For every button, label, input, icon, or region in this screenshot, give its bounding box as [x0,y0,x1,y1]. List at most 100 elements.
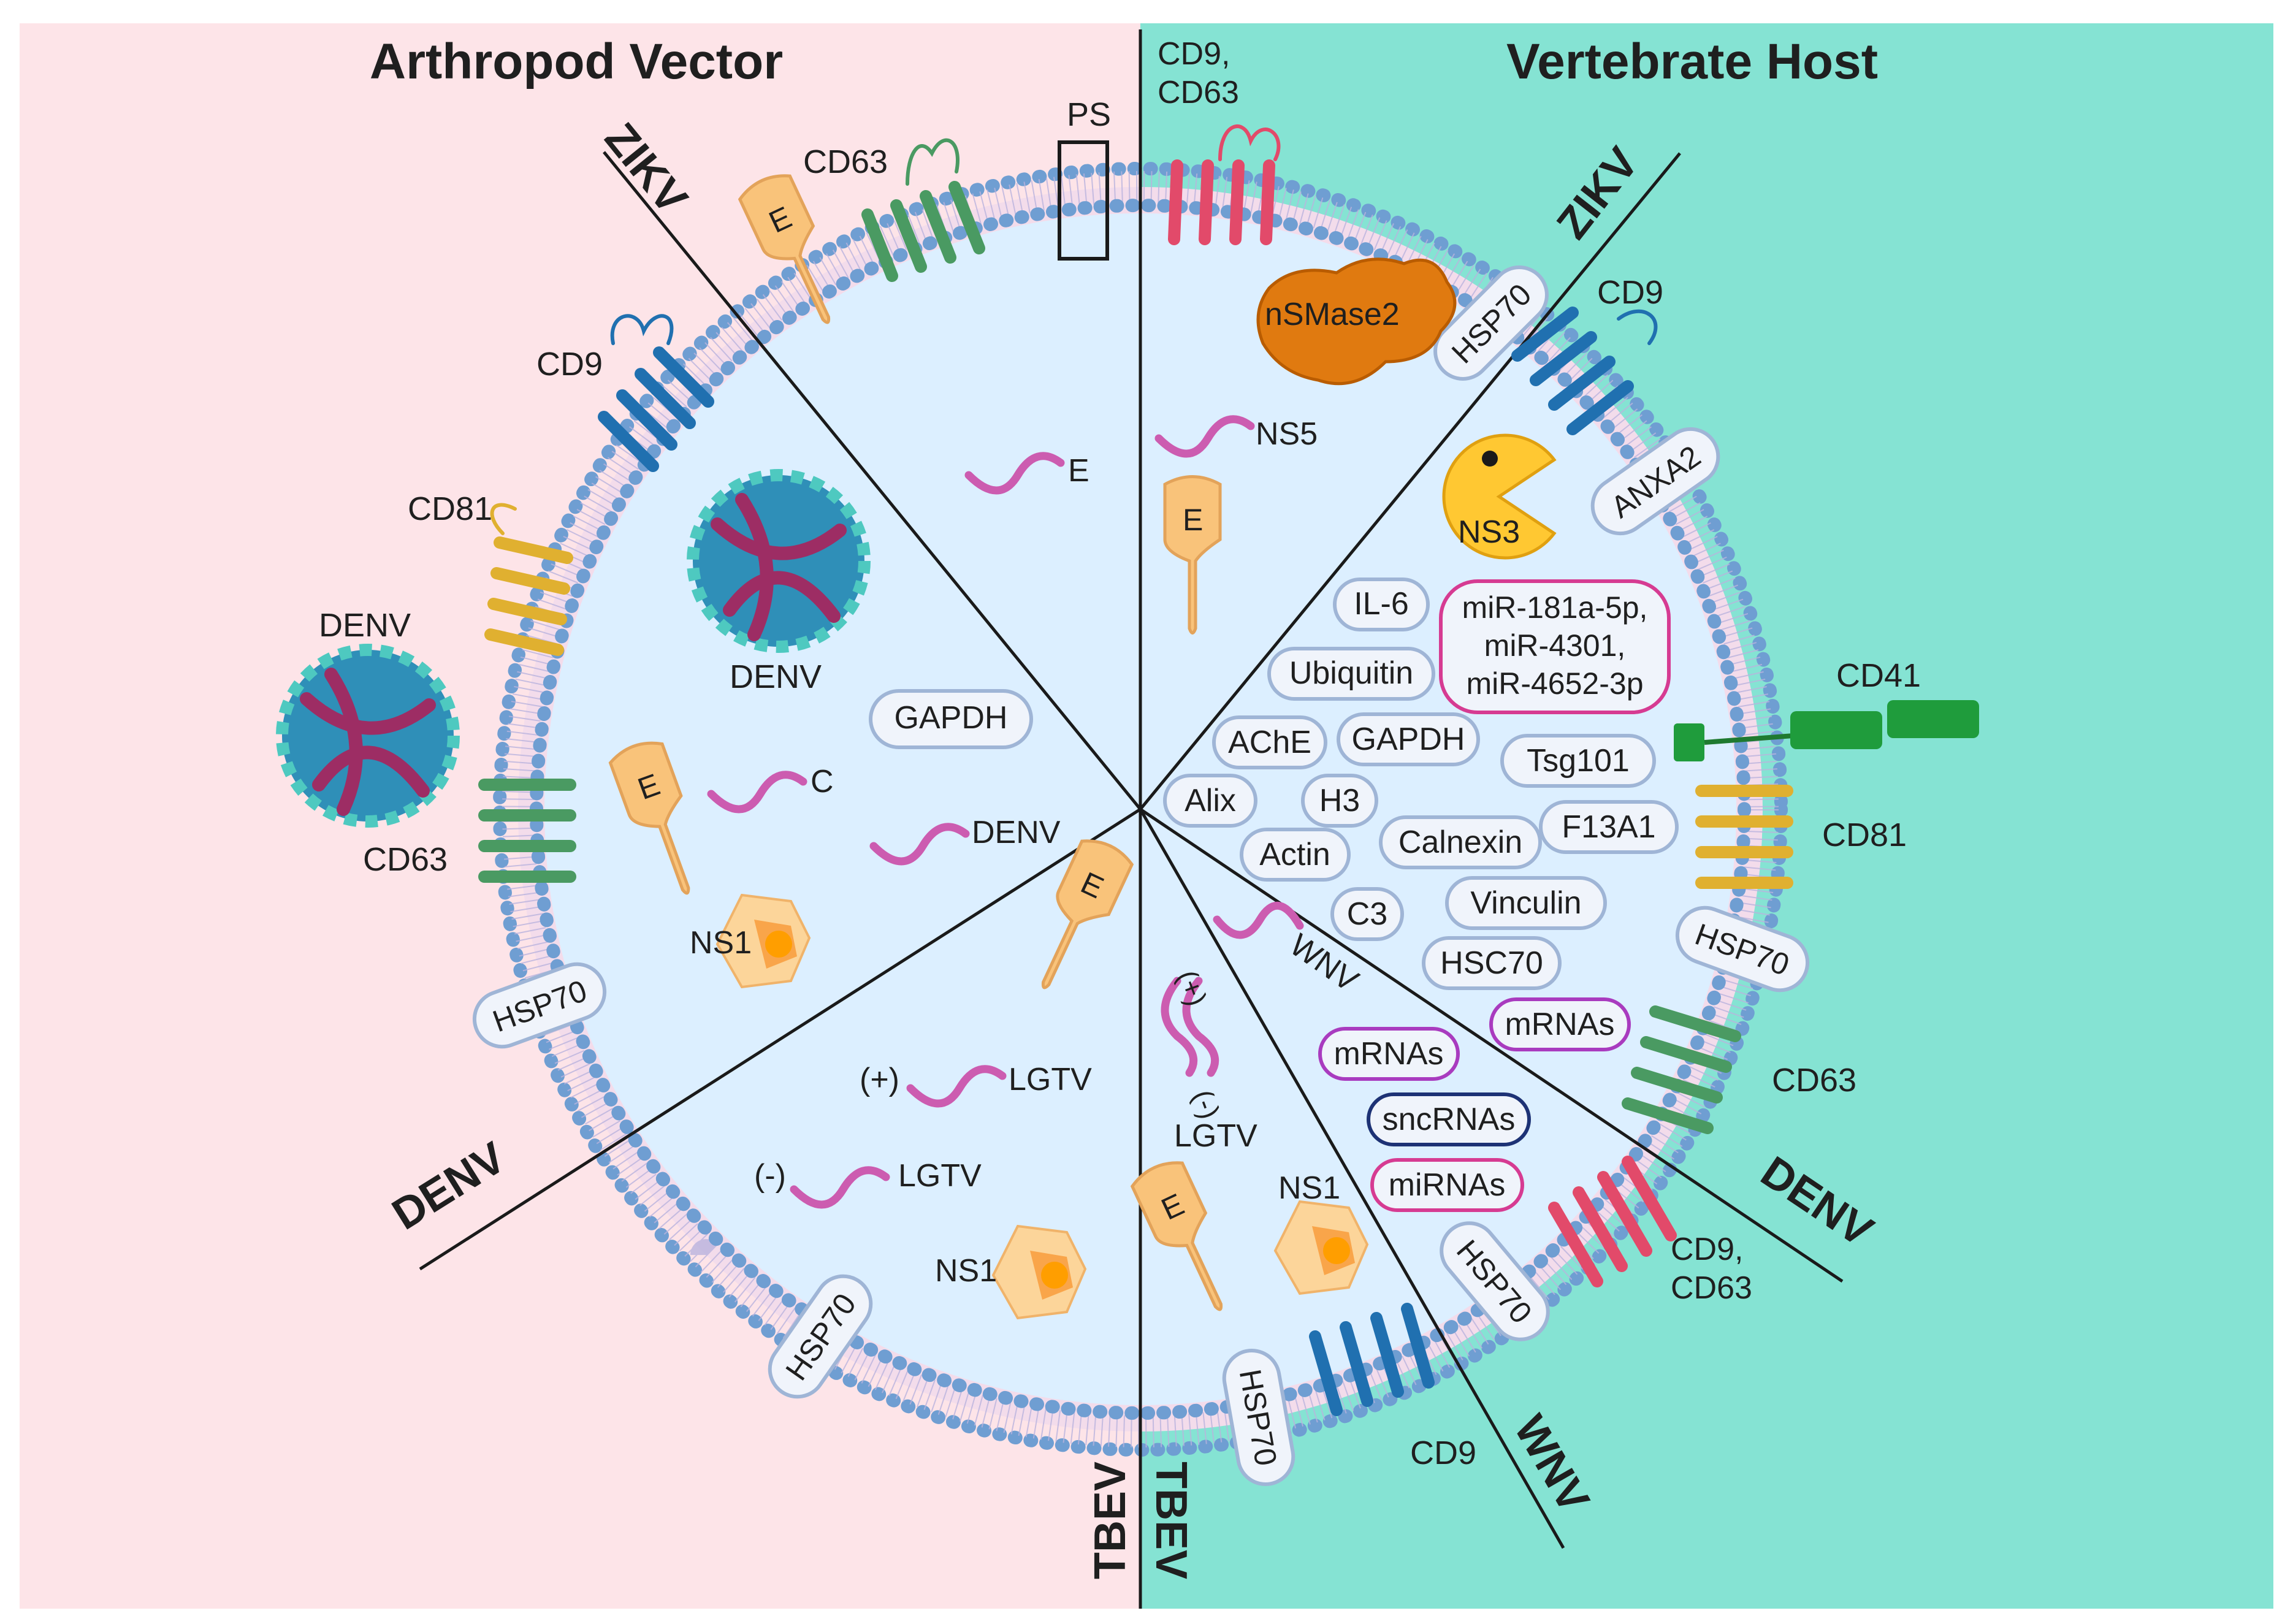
hsc70-pill: HSC70 [1422,936,1562,990]
calnexin-pill: Calnexin [1379,815,1542,869]
svg-text:Tsg101: Tsg101 [1527,743,1630,779]
wnv-rna-squiggle [1213,901,1304,939]
tetraspanin-cd63-left [478,779,576,883]
svg-text:HSC70: HSC70 [1440,945,1543,981]
svg-text:miRNAs: miRNAs [1389,1167,1506,1203]
tetraspanin-cd9-left [598,314,714,472]
svg-text:GAPDH: GAPDH [1352,722,1465,757]
actin-pill: Actin [1240,828,1351,882]
cd9-cd63-top-label-1: CD9, [1158,36,1230,72]
tetraspanin-cd63-right [1622,1005,1741,1134]
e-protein-right: E [1163,475,1222,635]
tetraspanin-cd81-right [1695,785,1793,889]
sector-label-tbev-left: TBEV [1086,1462,1135,1579]
cd9-cd63-bottom-label-2: CD63 [1671,1270,1752,1306]
tetraspanin-cd9-cd63-bottom [1548,1156,1677,1287]
vinculin-pill: Vinculin [1445,876,1607,930]
sector-label-tbev-right: TBEV [1146,1462,1196,1579]
ache-pill: AChE [1212,715,1327,769]
sector-dividers [419,29,1844,1609]
mrnas-2-pill: mRNAs [1318,1027,1460,1081]
h3-pill: H3 [1301,774,1378,828]
svg-text:mRNAs: mRNAs [1505,1007,1614,1042]
denv-particle-inside [687,469,871,653]
c-rna-squiggle [707,771,807,814]
hsp70-bottom-right-pill: HSP70 [1440,1221,1550,1341]
svg-text:miR-4301,: miR-4301, [1484,628,1626,663]
gapdh-right-pill: GAPDH [1337,712,1480,766]
svg-text:C3: C3 [1347,896,1387,932]
mirna-list-pill: miR-181a-5p, miR-4301, miR-4652-3p [1439,579,1671,714]
svg-text:IL-6: IL-6 [1354,586,1409,622]
nsmase2-enzyme [1256,257,1457,386]
denv-particle-outside [276,644,460,828]
nsmase2-label: nSMase2 [1265,297,1400,332]
lgtv-minus-sign: (-) [754,1158,786,1194]
svg-text:GAPDH: GAPDH [895,700,1008,736]
ns1-right-label: NS1 [1278,1170,1340,1206]
denv-outside-label: DENV [319,607,411,644]
e-protein-top: E [738,174,831,324]
cd9-cd63-bottom-label-1: CD9, [1671,1232,1743,1267]
mirnas-pill: miRNAs [1370,1158,1524,1212]
gapdh-left-pill: GAPDH [869,689,1033,749]
svg-text:miR-4652-3p: miR-4652-3p [1466,666,1643,701]
il6-pill: IL-6 [1333,578,1430,631]
svg-text:Actin: Actin [1259,837,1330,872]
mrnas-1-pill: mRNAs [1489,997,1631,1051]
lgtv-minus-label: LGTV [898,1158,982,1194]
cd9-right-label: CD9 [1597,274,1663,311]
cd9-bottom-label: CD9 [1410,1435,1476,1471]
svg-text:Alix: Alix [1185,783,1236,818]
c3-pill: C3 [1330,887,1404,941]
svg-text:Ubiquitin: Ubiquitin [1289,655,1413,691]
ns3-protease [1442,433,1557,560]
hsp70-bottom-pill: HSP70 [1222,1348,1295,1487]
ns1-right [1273,1200,1369,1295]
phosphatidylserine-marker: PS [1058,96,1111,261]
alix-pill: Alix [1163,774,1257,828]
e-protein-bottom: E [1130,1161,1223,1311]
cd81-right-label: CD81 [1822,817,1907,853]
tetraspanin-cd63-top [861,138,985,282]
lgtv-plus-label: LGTV [1009,1062,1092,1097]
ns1-bottom-label: NS1 [935,1253,997,1289]
e-protein-center: E [1041,839,1134,989]
denv-particle-label: DENV [730,658,822,695]
lgtv-right-squiggle-2 [1182,977,1219,1077]
cd41-label: CD41 [1836,657,1921,694]
cd63-right-label: CD63 [1772,1062,1856,1099]
svg-text:mRNAs: mRNAs [1333,1036,1443,1072]
lgtv-right-squiggle [1161,977,1198,1077]
e-rna-squiggle [964,452,1065,495]
lgtv-plus-sign: (+) [860,1062,899,1097]
sncrnas-pill: sncRNAs [1367,1092,1531,1146]
lgtv-right-label: LGTV [1174,1118,1257,1154]
cd41-receptor [1674,700,1979,761]
cd9-left-label: CD9 [536,346,603,383]
cd81-left-label: CD81 [408,490,492,527]
ubiquitin-pill: Ubiquitin [1267,647,1435,701]
svg-text:Calnexin: Calnexin [1398,825,1522,860]
tetraspanin-cd9-bottom [1309,1303,1435,1416]
ns1-left-label: NS1 [690,925,752,961]
ns1-bottom [991,1224,1087,1320]
tetraspanin-cd9-right [1511,307,1658,435]
tetraspanin-cd9-cd63-top [1168,124,1281,245]
lgtv-minus-squiggle [790,1166,890,1209]
svg-text:F13A1: F13A1 [1562,809,1655,845]
e-protein-left: E [608,741,690,895]
e-rna-label: E [1068,453,1089,489]
svg-text:E: E [1183,503,1203,537]
f13a1-pill: F13A1 [1539,800,1679,854]
svg-text:PS: PS [1067,96,1111,133]
ns1-left [715,893,811,989]
tsg101-pill: Tsg101 [1500,734,1656,788]
denv-rna-squiggle [869,823,970,866]
tetraspanin-cd81-left [484,503,573,656]
denv-rna-label: DENV [972,815,1061,850]
svg-text:sncRNAs: sncRNAs [1383,1102,1516,1137]
cd63-top-label: CD63 [803,143,888,180]
hsp70-top-right-pill: HSP70 [1433,265,1549,381]
